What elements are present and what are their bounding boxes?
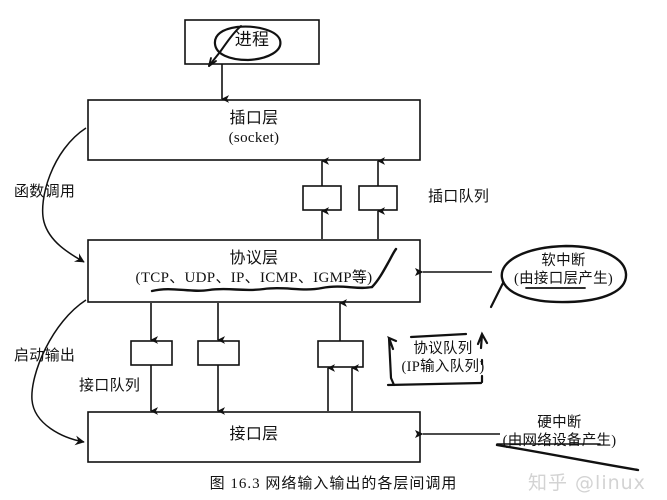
protocol-queue-annotation: 协议队列 (IP输入队列) xyxy=(398,340,488,376)
interface-queue-box-1 xyxy=(130,340,173,366)
arrow-start-output xyxy=(31,299,87,446)
handdrawn-bracket-bottom-protocol-queue xyxy=(386,381,483,387)
soft-interrupt-line2: (由接口层产生) xyxy=(513,271,614,288)
soft-interrupt-line1: 软中断 xyxy=(541,253,586,269)
soft-interrupt-annotation: 软中断 (由接口层产生) xyxy=(506,252,621,288)
process-box-label: 进程 xyxy=(234,30,270,49)
protocol-queue-line2: (IP输入队列) xyxy=(401,359,485,376)
socket-layer-label: 插口层 (socket) xyxy=(88,110,420,148)
socket-queue-box-1 xyxy=(302,185,342,211)
interface-layer-label: 接口层 xyxy=(88,426,420,444)
socket-queue-label: 插口队列 xyxy=(428,189,490,205)
protocol-layer-title: 协议层 xyxy=(229,250,279,267)
interface-queue-label: 接口队列 xyxy=(79,378,141,394)
protocol-queue-line1: 协议队列 xyxy=(413,341,473,357)
socket-layer-subtitle: (socket) xyxy=(228,130,280,147)
interface-layer-title: 接口层 xyxy=(229,426,279,443)
function-call-label: 函数调用 xyxy=(14,184,76,200)
watermark-label: 知乎 @linux xyxy=(528,472,646,494)
socket-queue-box-2 xyxy=(358,185,398,211)
handdrawn-tail-soft-interrupt xyxy=(489,281,505,309)
hard-interrupt-line1: 硬中断 xyxy=(537,415,582,431)
hard-interrupt-annotation: 硬中断 (由网络设备产生) xyxy=(492,414,627,450)
handdrawn-bracket-protocol-queue xyxy=(387,335,398,387)
start-output-label: 启动输出 xyxy=(14,348,76,364)
figure-caption: 图 16.3 网络输入输出的各层间调用 xyxy=(209,476,458,492)
socket-layer-title: 插口层 xyxy=(229,110,279,127)
protocol-layer-subtitle: (TCP、UDP、IP、ICMP、IGMP等) xyxy=(135,270,373,287)
hard-interrupt-line2: (由网络设备产生) xyxy=(502,433,617,450)
protocol-layer-label: 协议层 (TCP、UDP、IP、ICMP、IGMP等) xyxy=(88,250,420,288)
handdrawn-tick-process xyxy=(208,57,217,67)
handdrawn-bracket-top-protocol-queue xyxy=(409,332,468,339)
interface-queue-box-2 xyxy=(197,340,240,366)
protocol-queue-box xyxy=(317,340,364,368)
